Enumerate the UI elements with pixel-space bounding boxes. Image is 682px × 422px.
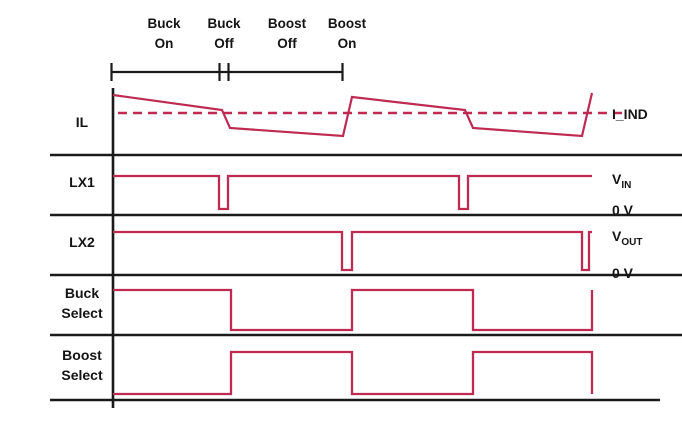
- row-grid-lines: [50, 153, 682, 402]
- phase-label-group: Buck On Buck Off Boost Off Boost On: [147, 16, 366, 51]
- label-v-in-base: V: [612, 171, 622, 187]
- label-v-in-sub: IN: [621, 180, 631, 191]
- label-v-in: VIN: [612, 171, 631, 191]
- phase-label-boost-off-line2: Off: [277, 36, 297, 51]
- waveform-buck-select-group: [113, 288, 594, 332]
- row-label-buck-select-line1: Buck: [65, 285, 99, 301]
- waveform-boost-select: [113, 350, 594, 396]
- label-v-out-base: V: [612, 228, 622, 244]
- waveform-lx2-group: [113, 230, 592, 272]
- waveform-lx1-group: [113, 174, 592, 211]
- row-label-il: IL: [76, 114, 89, 130]
- waveform-il: [112, 92, 594, 138]
- phase-label-buck-on-line2: On: [155, 36, 174, 51]
- side-label-group: I_IND VIN 0 V VOUT 0 V: [612, 106, 648, 281]
- label-v-out-sub: OUT: [621, 237, 642, 248]
- phase-label-buck-on-line1: Buck: [147, 16, 181, 31]
- row-label-buck-select-line2: Select: [61, 305, 103, 321]
- waveform-buck-select: [113, 288, 594, 332]
- row-label-boost-select-line1: Boost: [62, 347, 102, 363]
- phase-label-buck-off-line1: Buck: [207, 16, 241, 31]
- row-label-lx2: LX2: [69, 234, 95, 250]
- label-zero-volt-lx2: 0 V: [612, 265, 634, 281]
- label-i-ind: I_IND: [612, 106, 648, 122]
- waveform-boost-select-group: [113, 350, 594, 396]
- waveform-il-group: [112, 92, 627, 138]
- waveform-lx2: [113, 230, 592, 272]
- row-label-lx1: LX1: [69, 174, 95, 190]
- label-zero-volt-lx1: 0 V: [612, 202, 634, 218]
- phase-label-boost-on-line2: On: [338, 36, 357, 51]
- label-v-out: VOUT: [612, 228, 642, 248]
- phase-label-buck-off-line2: Off: [214, 36, 234, 51]
- phase-label-boost-on-line1: Boost: [328, 16, 367, 31]
- phase-label-boost-off-line1: Boost: [268, 16, 307, 31]
- row-label-boost-select-line2: Select: [61, 367, 103, 383]
- timeline-ruler: [110, 63, 344, 81]
- waveform-lx1: [113, 174, 592, 211]
- row-label-group: IL LX1 LX2 Buck Select Boost Select: [61, 114, 103, 383]
